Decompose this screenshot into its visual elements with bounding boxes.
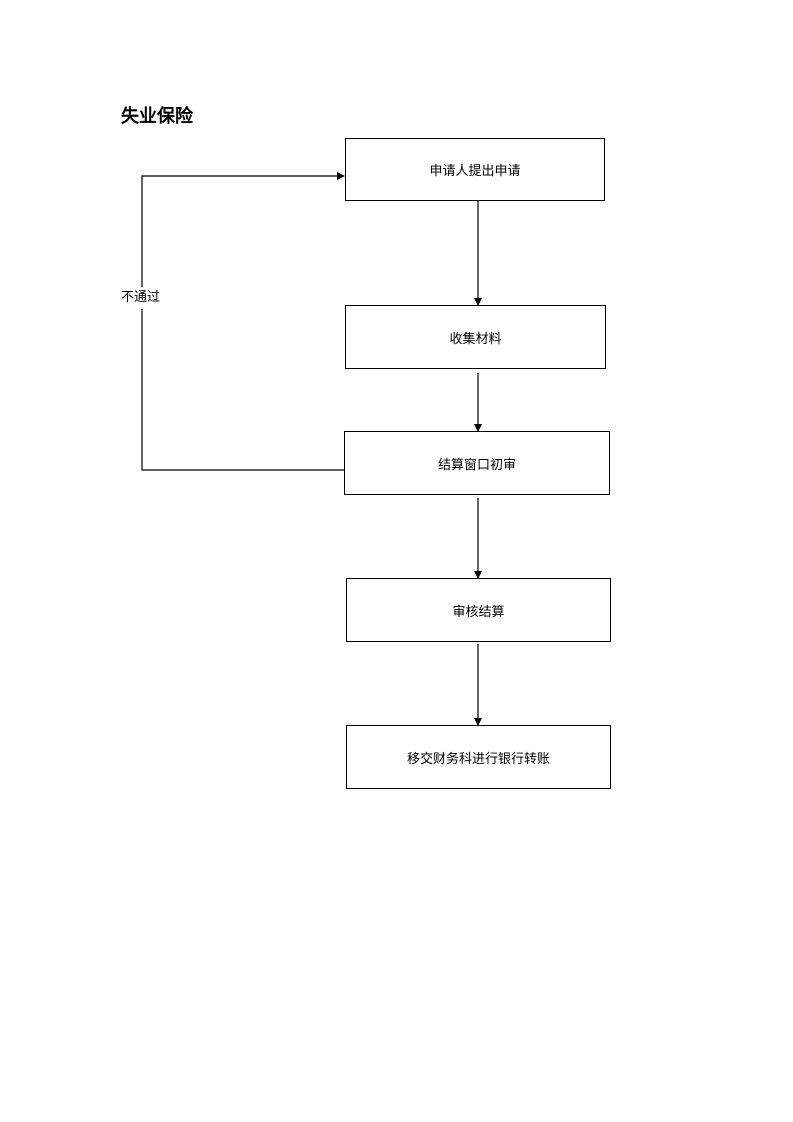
step-box-audit: 审核结算 (346, 578, 611, 642)
page-title: 失业保险 (121, 106, 193, 127)
step-label-apply: 申请人提出申请 (429, 164, 521, 179)
step-box-apply: 申请人提出申请 (345, 138, 605, 201)
step-box-transfer: 移交财务科进行银行转账 (346, 725, 611, 789)
step-box-collect: 收集材料 (345, 305, 606, 369)
edge-label-rejected: 不通过 (121, 287, 161, 309)
step-label-transfer: 移交财务科进行银行转账 (406, 751, 550, 767)
step-label-collect: 收集材料 (449, 331, 502, 347)
step-label-review: 结算窗口初审 (437, 457, 516, 473)
arrow-review-rejected-to-apply (141, 172, 345, 471)
step-label-audit: 审核结算 (452, 604, 505, 620)
step-box-review: 结算窗口初审 (344, 431, 610, 495)
